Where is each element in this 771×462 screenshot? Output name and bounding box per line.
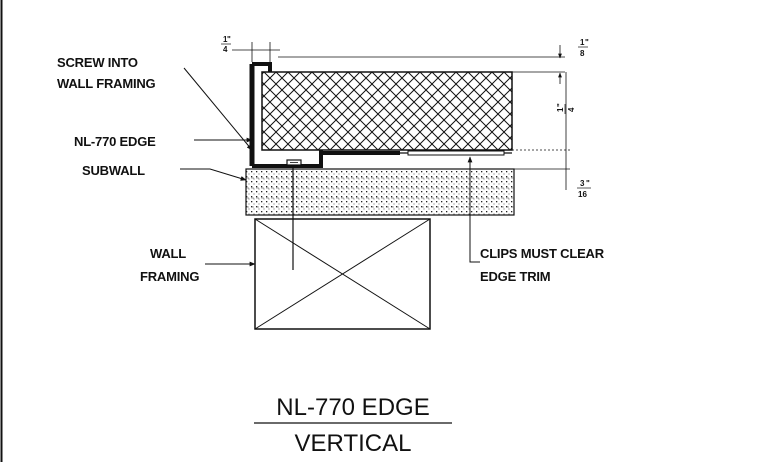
dim-top-left: 1 " 4: [221, 35, 231, 54]
svg-text:16: 16: [578, 190, 587, 199]
label-screw-line2: WALL FRAMING: [57, 76, 156, 91]
svg-text:1: 1: [556, 107, 565, 112]
label-framing-line2: FRAMING: [140, 269, 199, 284]
panel-crosshatch: [261, 71, 513, 151]
leader-subwall: [180, 168, 247, 181]
svg-text:1: 1: [223, 35, 228, 44]
label-clips-line1: CLIPS MUST CLEAR: [480, 246, 605, 261]
svg-text:3: 3: [580, 179, 585, 188]
dim-right-low: 3 " 16: [577, 179, 591, 199]
svg-text:4: 4: [567, 107, 576, 112]
svg-text:": ": [556, 103, 565, 107]
drawing-title-line2: VERTICAL: [295, 430, 412, 457]
svg-text:8: 8: [580, 49, 585, 58]
screw-icon: [286, 159, 302, 166]
wall-framing-stud: [254, 218, 431, 330]
label-edge: NL-770 EDGE: [74, 134, 156, 149]
clip: [407, 150, 505, 156]
svg-text:1: 1: [580, 38, 585, 47]
dim-right-mid: 1 " 4: [556, 103, 576, 114]
leader-clips: [467, 156, 480, 263]
leader-screw: [183, 67, 253, 151]
dim-top-right: 1 " 8: [578, 38, 589, 58]
svg-text:": ": [586, 179, 590, 188]
label-clips-line2: EDGE TRIM: [480, 269, 550, 284]
label-subwall: SUBWALL: [82, 163, 145, 178]
label-framing-line1: WALL: [150, 246, 186, 261]
svg-text:": ": [585, 38, 589, 47]
svg-text:": ": [227, 35, 231, 44]
label-screw-line1: SCREW INTO: [57, 55, 138, 70]
subwall-block: [245, 168, 515, 216]
dimension-lines: [232, 42, 570, 190]
drawing-title-line1: NL-770 EDGE: [276, 394, 429, 421]
svg-text:4: 4: [223, 45, 228, 54]
